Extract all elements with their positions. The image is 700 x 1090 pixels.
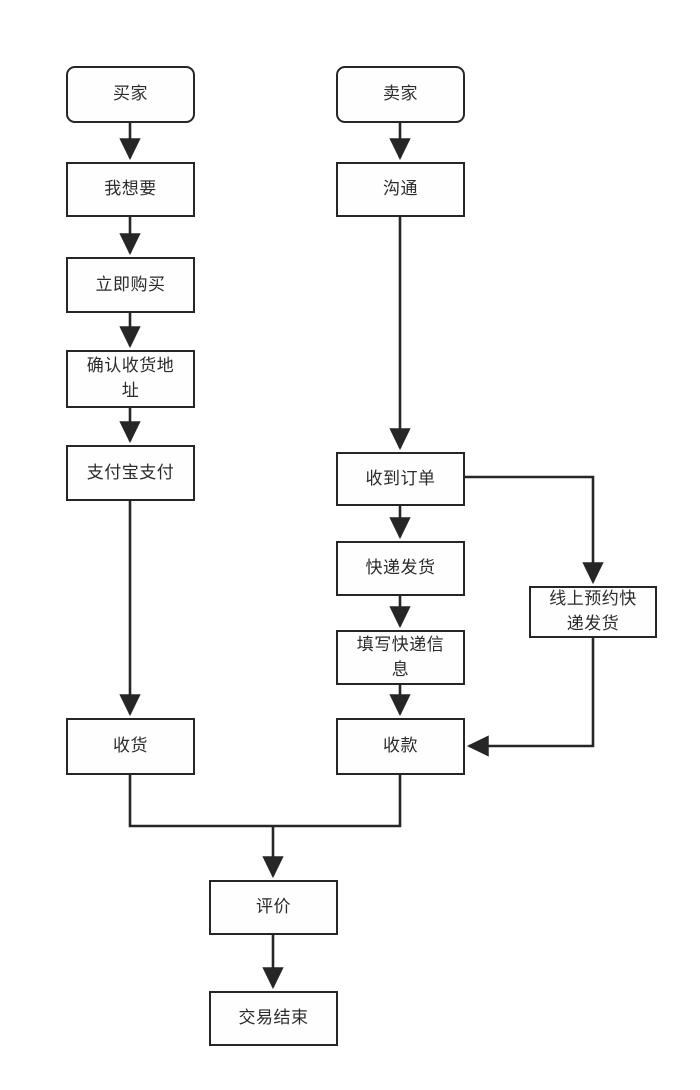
node-receive-payment-label: 收款	[383, 736, 418, 757]
node-express-shipment-label: 快递发货	[365, 558, 436, 579]
node-fill-express-info[interactable]: 填写快递信 息	[336, 630, 465, 685]
node-receive-goods-label: 收货	[113, 736, 148, 757]
node-alipay-payment[interactable]: 支付宝支付	[66, 445, 195, 501]
edge-online-booking-to-receive-money	[466, 638, 595, 757]
node-communicate[interactable]: 沟通	[336, 162, 465, 217]
node-alipay-payment-label: 支付宝支付	[86, 462, 175, 483]
node-buy-now-label: 立即购买	[95, 274, 166, 295]
node-i-want-it-label: 我想要	[104, 179, 157, 200]
node-express-shipment[interactable]: 快递发货	[336, 541, 465, 596]
node-fill-express-info-label: 填写快递信 息	[356, 634, 445, 680]
node-rating[interactable]: 评价	[209, 880, 338, 935]
node-receive-goods[interactable]: 收货	[66, 718, 195, 775]
node-confirm-shipping-address-label: 确认收货地 址	[86, 356, 175, 401]
edge-receive-money-to-merge	[273, 775, 402, 828]
node-online-booking-express-shipment[interactable]: 线上预约快 递发货	[529, 586, 657, 638]
node-i-want-it[interactable]: 我想要	[66, 162, 195, 217]
node-order-received-label: 收到订单	[365, 468, 436, 489]
node-buy-now[interactable]: 立即购买	[66, 257, 195, 313]
node-rating-label: 评价	[256, 897, 291, 918]
edge-got-order-to-online-booking	[465, 475, 604, 585]
node-seller-label: 卖家	[383, 84, 418, 105]
node-trade-end-label: 交易结束	[238, 1008, 309, 1029]
node-order-received[interactable]: 收到订单	[336, 452, 465, 506]
node-buyer[interactable]: 买家	[66, 66, 195, 123]
node-online-booking-express-shipment-label: 线上预约快 递发货	[549, 589, 637, 634]
edge-receive-goods-to-merge	[128, 775, 273, 828]
node-seller[interactable]: 卖家	[336, 66, 465, 123]
node-communicate-label: 沟通	[383, 179, 418, 200]
node-buyer-label: 买家	[113, 84, 148, 105]
node-confirm-shipping-address[interactable]: 确认收货地 址	[66, 350, 195, 408]
node-receive-payment[interactable]: 收款	[336, 718, 465, 775]
node-trade-end[interactable]: 交易结束	[209, 991, 338, 1046]
